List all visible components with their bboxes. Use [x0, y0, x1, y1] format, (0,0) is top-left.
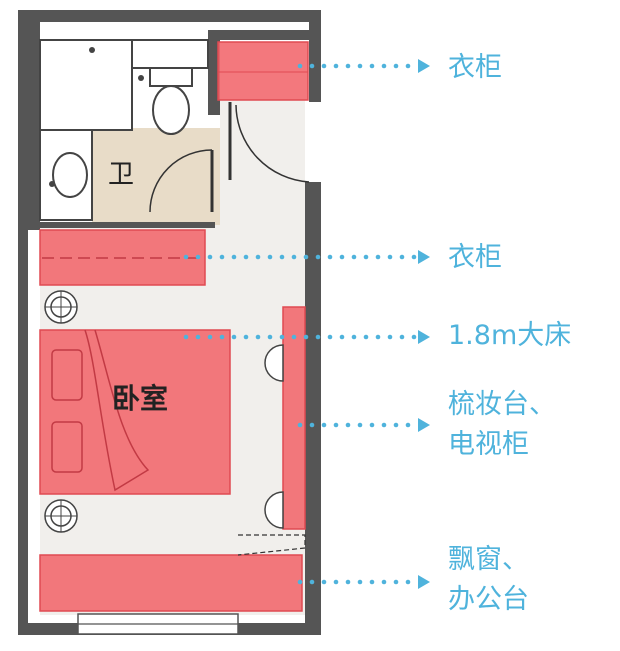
sink [52, 152, 88, 198]
toilet-tank [149, 67, 193, 87]
label-wardrobe-top: 衣柜 [448, 52, 502, 83]
bathroom-label: 卫 [108, 160, 134, 190]
leader-wardrobe-top [297, 59, 430, 73]
bedroom-label: 卧室 [112, 382, 168, 415]
label-wardrobe-middle: 衣柜 [448, 242, 502, 273]
entrance-floor [220, 100, 305, 230]
bed [39, 329, 231, 495]
label-dresser-tv: 梳妆台、 电视柜 [448, 389, 556, 460]
bathroom-door-arc [149, 149, 213, 213]
toilet [152, 85, 190, 135]
entrance-door-arc [235, 104, 310, 183]
shower [39, 39, 133, 131]
leader-window [297, 575, 430, 589]
leader-dresser [297, 418, 430, 432]
leader-wardrobe-middle [183, 250, 430, 264]
bathroom-floor [92, 128, 220, 225]
leader-bed [183, 330, 430, 344]
bay-window-desk [39, 554, 303, 612]
wardrobe-top [217, 41, 309, 101]
label-bed: 1.8m大床 [448, 320, 572, 351]
dresser-tv-cabinet [282, 306, 306, 530]
label-bay-window-desk: 飘窗、 办公台 [448, 544, 529, 615]
